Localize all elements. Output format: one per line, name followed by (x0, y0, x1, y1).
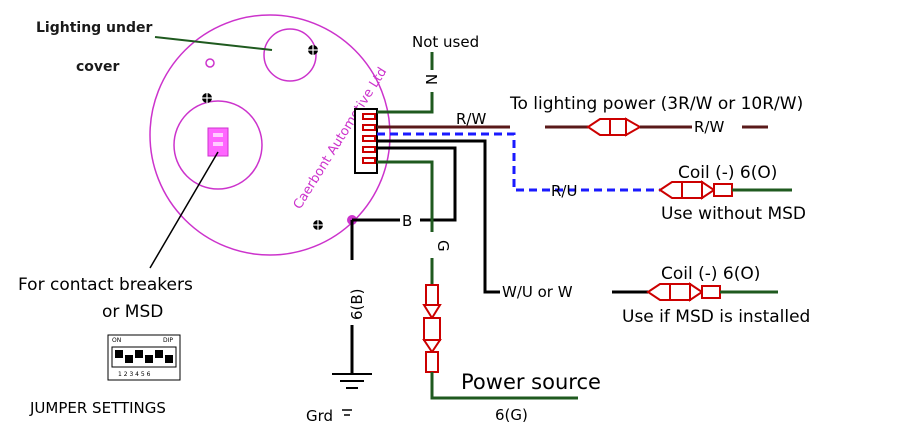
power-spade-connector (422, 284, 442, 373)
use-if-msd-label: Use if MSD is installed (622, 307, 810, 327)
grd-ground-icon (342, 409, 352, 416)
ground-symbol-icon (332, 373, 372, 389)
wu-wire (377, 139, 500, 294)
six-g-label: 6(G) (495, 406, 528, 424)
lighting-label-line2: cover (76, 59, 120, 75)
lighting-leader-line (154, 36, 273, 51)
rw-label-right: R/W (694, 118, 724, 136)
n-wire (377, 92, 434, 114)
coil-top-connector (658, 180, 733, 200)
g-wire (377, 160, 434, 232)
n-wire-label: N (423, 74, 441, 85)
coil-bottom-connector (646, 282, 721, 302)
breaker-leader-line (149, 151, 219, 269)
contact-breakers-label-line1: For contact breakers (18, 275, 193, 295)
b-wire-label: B (402, 212, 412, 230)
rw-label: R/W (456, 110, 486, 128)
lighting-label-line1: Lighting under (36, 20, 153, 36)
mounting-screw-icon (308, 45, 318, 55)
b-wire (377, 146, 457, 222)
mounting-screw-icon (202, 93, 212, 103)
to-lighting-power-label: To lighting power (3R/W or 10R/W) (509, 94, 803, 114)
jumper-settings-label: JUMPER SETTINGS (29, 399, 166, 417)
jumper-dip-label: DIP (163, 337, 173, 344)
ru-dashed-wire (377, 132, 660, 192)
g-wire-label: G (434, 240, 452, 252)
power-wire (430, 372, 578, 400)
coil-bottom-label: Coil (-) 6(O) (661, 264, 760, 284)
wu-label: W/U or W (502, 283, 573, 301)
coil-top-label: Coil (-) 6(O) (678, 163, 777, 183)
power-source-label: Power source (461, 370, 601, 394)
gauge-mark-o (205, 58, 215, 68)
contact-breakers-label-line2: or MSD (102, 302, 163, 322)
not-used-label: Not used (412, 33, 479, 51)
six-b-label: 6(B) (348, 288, 366, 320)
ru-label: R/U (551, 182, 577, 200)
grd-label: Grd (306, 407, 333, 425)
jumper-numbers: 1 2 3 4 5 6 (118, 371, 151, 378)
mounting-screw-icon (313, 220, 323, 230)
lighting-spade-connector (586, 117, 643, 137)
jumper-on-label: ON (112, 337, 121, 344)
breaker-circle (173, 100, 263, 190)
use-without-msd-label: Use without MSD (661, 204, 806, 224)
lighting-bulb-circle (263, 28, 317, 82)
jumper-dip-switch: ON DIP 1 2 3 4 5 6 (107, 334, 181, 381)
